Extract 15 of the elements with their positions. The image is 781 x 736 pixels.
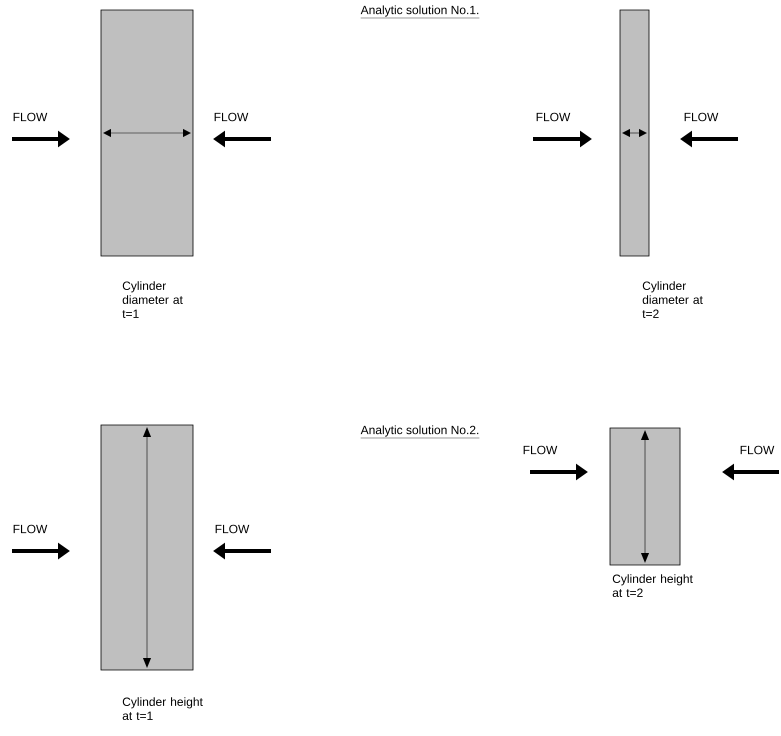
cylinder-box [620,10,650,256]
cylinder-caption: Cylinder height at t=1 [122,697,203,720]
flow-label: FLOW [14,524,48,534]
cylinder-box [100,424,194,670]
section-title: Analytic solution No.1. [360,5,480,18]
section-title: Analytic solution No.2. [360,425,480,438]
cylinder-caption: Cylinder diameter at t=1 [122,281,183,318]
cylinder-box [100,10,194,256]
cylinder-caption: Cylinder height at t=2 [612,574,693,598]
flow-label: FLOW [740,446,774,454]
cylinder-box [610,428,680,566]
flow-label: FLOW [524,446,558,454]
cylinder-caption: Cylinder diameter at t=2 [642,281,703,318]
flow-label: FLOW [14,112,48,122]
flow-label: FLOW [536,112,570,122]
